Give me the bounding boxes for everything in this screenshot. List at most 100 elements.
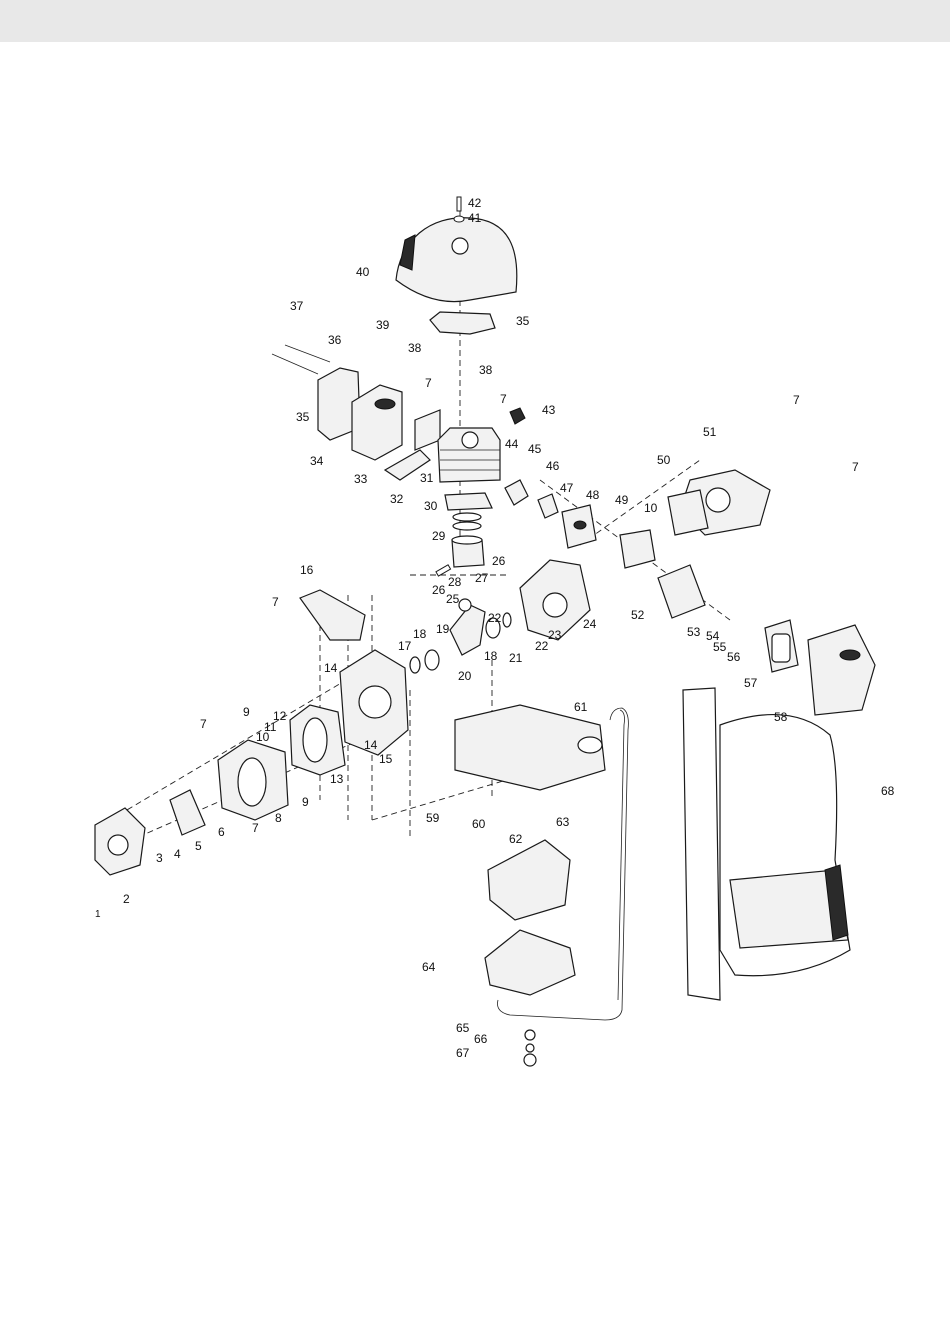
air-cleaner-base: [658, 565, 705, 618]
muffler-body: [352, 385, 402, 460]
back-pad: [683, 688, 720, 1000]
insulator: [538, 494, 558, 518]
part-label-49: 49: [615, 493, 629, 507]
part-label-38: 38: [479, 363, 493, 377]
cover-plate: [430, 312, 495, 334]
part-label-42: 42: [468, 196, 482, 210]
part-label-29: 29: [432, 529, 446, 543]
part-label-58: 58: [774, 710, 788, 724]
engine-cover-assembly: [396, 197, 517, 334]
part-label-5: 5: [195, 839, 202, 853]
part-label-10: 10: [256, 730, 270, 744]
part-label-35: 35: [516, 314, 530, 328]
part-label-34: 34: [310, 454, 324, 468]
part-label-51: 51: [703, 425, 717, 439]
part-label-57: 57: [744, 676, 758, 690]
part-label-67: 67: [456, 1046, 470, 1060]
part-label-19: 19: [436, 622, 450, 636]
part-label-62: 62: [509, 832, 523, 846]
part-label-46: 46: [546, 459, 560, 473]
part-label-26: 26: [432, 583, 446, 597]
part-label-22: 22: [488, 611, 502, 625]
part-label-18: 18: [484, 649, 498, 663]
part-label-38: 38: [408, 341, 422, 355]
part-label-33: 33: [354, 472, 368, 486]
part-label-17: 17: [398, 639, 412, 653]
part-label-52: 52: [631, 608, 645, 622]
part-label-44: 44: [505, 437, 519, 451]
part-label-64: 64: [422, 960, 436, 974]
cylinder-assembly: [438, 408, 525, 530]
part-label-66: 66: [474, 1032, 488, 1046]
part-label-41: 41: [468, 211, 482, 225]
mount-bracket: [488, 840, 570, 920]
engine-cover: [396, 218, 517, 302]
part-label-9: 9: [243, 705, 250, 719]
crankshaft: [450, 605, 485, 655]
base-plate: [485, 930, 575, 995]
part-label-68: 68: [881, 784, 895, 798]
part-label-9: 9: [302, 795, 309, 809]
part-label-55: 55: [713, 640, 727, 654]
part-label-6: 6: [218, 825, 225, 839]
part-label-15: 15: [379, 752, 393, 766]
part-label-7: 7: [272, 595, 279, 609]
part-label-20: 20: [458, 669, 472, 683]
part-label-30: 30: [424, 499, 438, 513]
spark-plug: [510, 408, 525, 424]
clutch-shoe: [170, 790, 205, 835]
air-cleaner-cover: [808, 625, 875, 715]
part-label-7: 7: [793, 393, 800, 407]
part-label-8: 8: [275, 811, 282, 825]
part-label-18: 18: [413, 627, 427, 641]
part-label-56: 56: [727, 650, 741, 664]
part-label-25: 25: [446, 592, 460, 606]
cylinder-gasket: [445, 493, 492, 510]
part-label-47: 47: [560, 481, 574, 495]
filter-base: [620, 530, 655, 568]
part-label-48: 48: [586, 488, 600, 502]
part-label-7: 7: [200, 717, 207, 731]
part-label-39: 39: [376, 318, 390, 332]
fuel-tank-bracket: [300, 590, 365, 640]
assembly-axes: [110, 200, 730, 845]
part-label-16: 16: [300, 563, 314, 577]
part-label-43: 43: [542, 403, 556, 417]
part-label-28: 28: [448, 575, 462, 589]
part-label-50: 50: [657, 453, 671, 467]
part-label-3: 3: [156, 851, 163, 865]
fuel-tank-assembly: [455, 705, 605, 790]
part-label-7: 7: [425, 376, 432, 390]
part-label-2: 2: [123, 892, 130, 906]
part-label-13: 13: [330, 772, 344, 786]
part-label-36: 36: [328, 333, 342, 347]
part-label-35: 35: [296, 410, 310, 424]
part-label-24: 24: [583, 617, 597, 631]
part-label-1: 1: [95, 909, 101, 920]
part-label-14: 14: [324, 661, 338, 675]
part-label-45: 45: [528, 442, 542, 456]
part-label-61: 61: [574, 700, 588, 714]
part-label-27: 27: [475, 571, 489, 585]
part-label-31: 31: [420, 471, 434, 485]
part-label-40: 40: [356, 265, 370, 279]
part-label-53: 53: [687, 625, 701, 639]
part-label-7: 7: [852, 460, 859, 474]
starter-gasket: [668, 490, 708, 535]
part-label-32: 32: [390, 492, 404, 506]
part-label-26: 26: [492, 554, 506, 568]
part-label-59: 59: [426, 811, 440, 825]
part-label-23: 23: [548, 628, 562, 642]
part-label-4: 4: [174, 847, 181, 861]
part-label-63: 63: [556, 815, 570, 829]
flywheel-clutch-assembly: [95, 705, 345, 875]
part-label-21: 21: [509, 651, 523, 665]
part-label-7: 7: [252, 821, 259, 835]
part-label-37: 37: [290, 299, 304, 313]
part-label-60: 60: [472, 817, 486, 831]
part-label-10: 10: [644, 501, 658, 515]
part-label-14: 14: [364, 738, 378, 752]
part-label-22: 22: [535, 639, 549, 653]
part-label-65: 65: [456, 1021, 470, 1035]
